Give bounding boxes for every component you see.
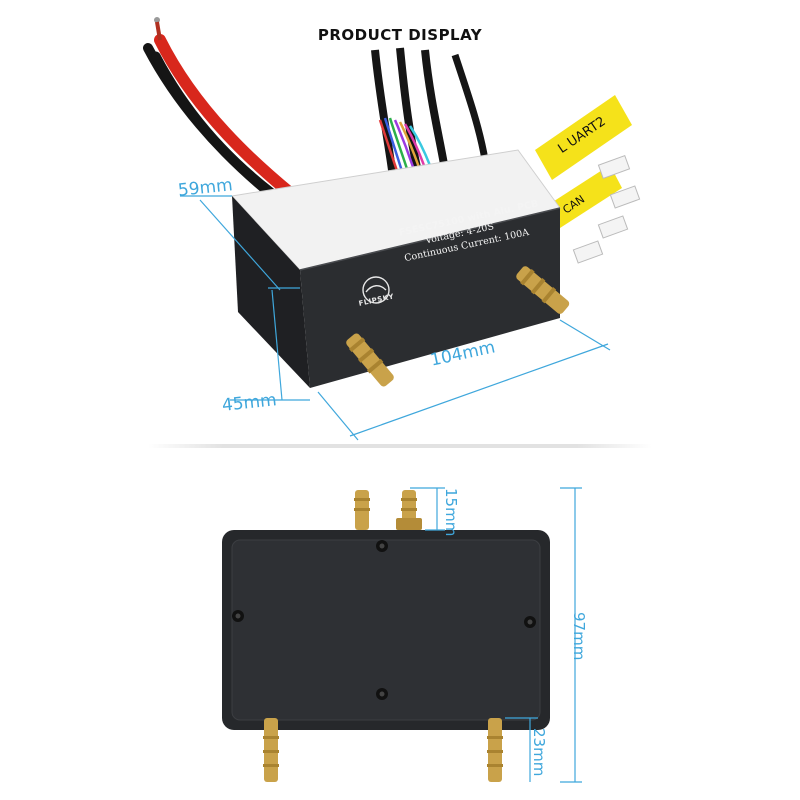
cable-tags bbox=[535, 95, 641, 264]
dimension-lines-iso bbox=[180, 195, 611, 441]
dimension-lines-bottom bbox=[410, 487, 582, 783]
brass-fittings-iso bbox=[346, 266, 570, 387]
section-divider bbox=[148, 444, 652, 448]
page-title: PRODUCT DISPLAY bbox=[317, 26, 483, 44]
fitting-bottom-dimension: 23mm bbox=[530, 728, 548, 777]
brass-fittings-bottom bbox=[263, 490, 503, 782]
esc-enclosure-bottom bbox=[222, 530, 550, 730]
fitting-top-dimension: 15mm bbox=[442, 488, 460, 537]
total-dimension: 97mm bbox=[570, 612, 588, 661]
